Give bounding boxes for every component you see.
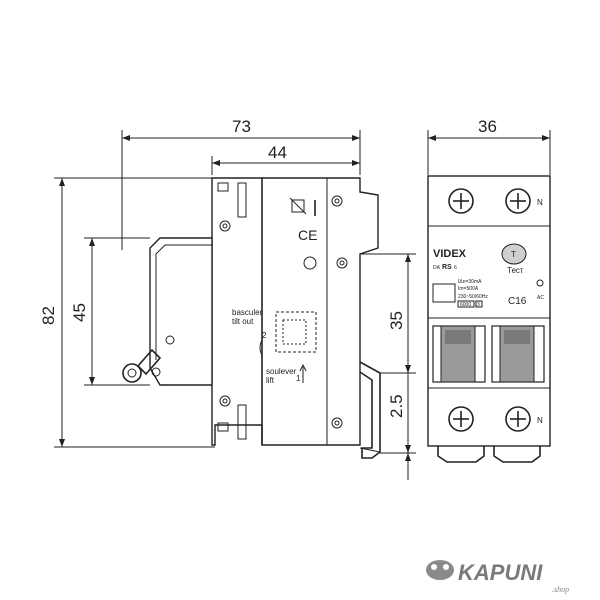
cert-mark-icon [303,256,317,270]
terminal-n-bottom: N [537,416,543,425]
test-label: Тест [507,266,524,275]
dimension-73: 73 [121,117,361,250]
dimension-35: 35 [360,253,416,374]
rating: C16 [508,296,527,307]
watermark: KAPUNI .shop [426,560,569,594]
dimension-45: 45 [70,237,150,386]
watermark-suffix: .shop [552,585,569,594]
spec-idn: IΔn=30mA [458,279,482,285]
model-series: RS [442,264,452,271]
ce-mark-icon: CE [298,227,317,243]
lift-fr-label: soulever [266,367,297,376]
frog-logo-icon [426,560,454,580]
lift-arrow-icon [299,363,307,383]
test-button[interactable] [501,243,527,265]
dim-73-label: 73 [232,117,251,136]
tilt-arrow-icon [259,339,263,356]
type-ac: AC [537,295,544,301]
wiring-diagram-icon [432,283,456,303]
step-2-label: 2 [262,331,267,340]
dim-36-label: 36 [478,117,497,136]
toggle-left[interactable] [432,325,486,383]
tilt-en-label: tilt out [232,317,254,326]
spec-class: 3 [477,302,480,308]
step-1-label: 1 [296,374,301,383]
test-button-label: T [511,250,516,259]
din-clip-right [493,446,541,463]
spec-im: Im=500A [458,286,479,292]
recycle-bin-icon [291,199,305,213]
dimension-36: 36 [427,117,551,175]
dim-44-label: 44 [268,143,287,162]
toggle-right[interactable] [491,325,545,383]
dimension-44: 44 [211,143,360,175]
dimension-82: 82 [39,177,215,448]
terminal-top-right [505,188,531,214]
model-prefix: DA [433,265,441,271]
dim-45-label: 45 [70,303,89,322]
settings-gear-icon [536,279,544,287]
spec-voltage: 230~50/60Hz [458,294,488,300]
dim-2-5-label: 2.5 [387,394,406,418]
front-view: N VIDEX DA RS 6 T Тест IΔn=30mA Im=500A … [427,175,551,463]
din-clip-left [437,446,485,463]
terminal-bottom-right [505,406,531,432]
brand-name: VIDEX [433,248,467,260]
watermark-brand: KAPUNI [458,560,543,585]
dim-35-label: 35 [387,311,406,330]
terminal-bottom-left [448,406,474,432]
spec-breaking: 6000 [460,302,471,308]
terminal-top-left [448,188,474,214]
terminal-n-top: N [537,198,543,207]
side-view: CE basculer tilt out 2 soulever lift 1 [122,177,381,459]
lift-en-label: lift [266,376,275,385]
dim-82-label: 82 [39,306,58,325]
tilt-fr-label: basculer [232,308,263,317]
dimension-2-5: 2.5 [380,373,416,480]
model-suffix: 6 [454,265,457,271]
